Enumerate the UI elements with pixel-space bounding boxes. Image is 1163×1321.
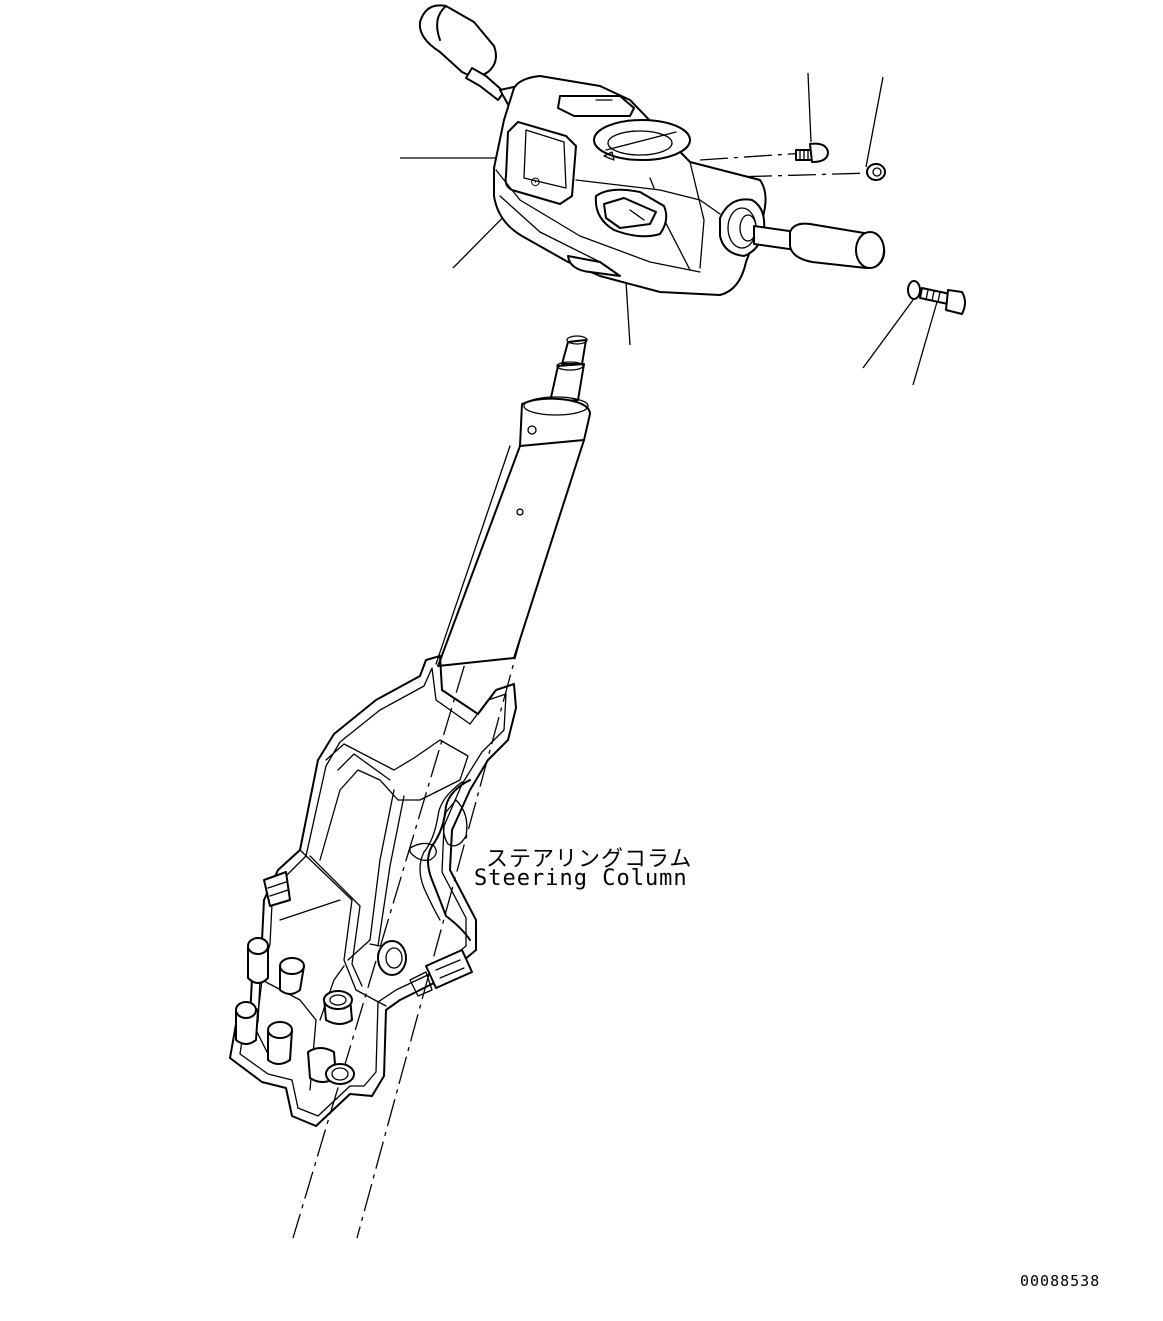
part-name-en: Steering Column xyxy=(474,866,688,891)
center-line xyxy=(700,173,870,178)
steering-column xyxy=(230,336,590,1126)
bolt-lower xyxy=(920,288,965,314)
washer-upper xyxy=(867,164,885,180)
face-symbol: ⊙ xyxy=(530,175,541,190)
side-bolt xyxy=(264,872,290,906)
combination-switch: ⊙ xyxy=(420,5,884,295)
left-lever-shaft xyxy=(466,68,504,100)
drawing-number: 00088538 xyxy=(1020,1272,1101,1290)
round-fitting xyxy=(370,941,406,975)
part-name-jp: ステアリングコラム xyxy=(486,847,693,872)
screw-upper xyxy=(796,144,828,162)
leader-line xyxy=(863,300,913,368)
fasteners xyxy=(796,144,965,314)
leader-line xyxy=(866,77,883,167)
left-lever-grip xyxy=(420,5,496,76)
column-bracket-outer xyxy=(230,656,516,1126)
center-line xyxy=(700,153,805,160)
washer-lower xyxy=(908,281,920,299)
switch-housing xyxy=(494,76,766,295)
mounting-tubes xyxy=(236,938,354,1084)
column-tube xyxy=(438,440,584,666)
center-lines xyxy=(293,153,870,1238)
leader-line xyxy=(913,302,937,385)
switch-face xyxy=(506,122,576,204)
leader-line xyxy=(808,73,811,142)
harness-connector xyxy=(426,950,472,988)
wiring-harness xyxy=(428,780,470,940)
